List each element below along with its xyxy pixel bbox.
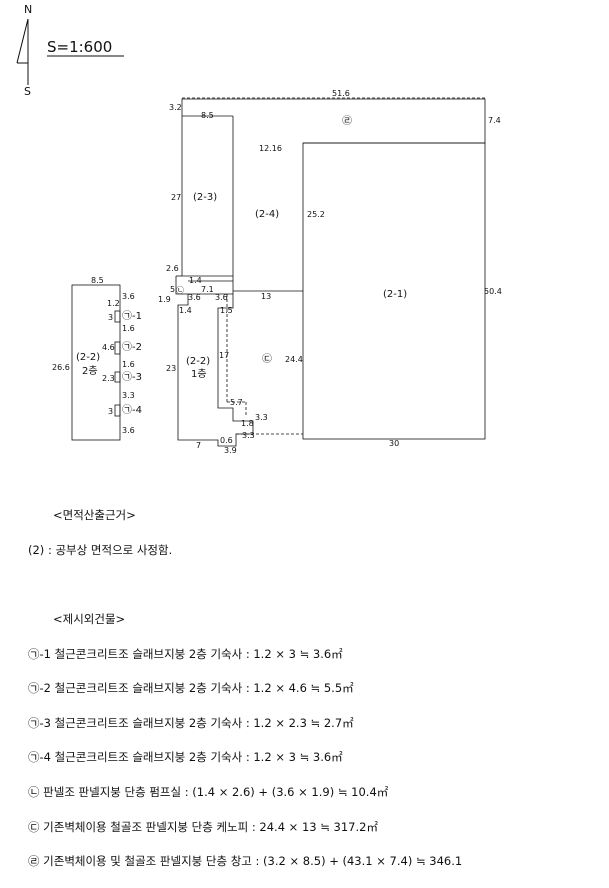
dim-3-6a: 3.6 <box>188 293 201 302</box>
site-plan: N S S=1:600 (2-1) (2-3) (2-4) (2-2 <box>16 3 502 455</box>
dim-left-3-6b: 3.6 <box>122 426 135 435</box>
dim-1-4a: 1.4 <box>189 276 202 285</box>
dim-left-4-6: 4.6 <box>102 343 115 352</box>
dim-1-4b: 1.4 <box>179 306 192 315</box>
dim-1-9: 1.9 <box>158 295 171 304</box>
dim-1-5: 1.5 <box>220 306 233 315</box>
dim-30: 30 <box>389 439 399 448</box>
excluded-item: ㉠-1 철근콘크리트조 슬래브지붕 2층 기숙사 : 1.2 × 3 ≒ 3.6… <box>28 646 343 661</box>
circ-b-marker: ㉡ <box>176 286 184 295</box>
excluded-item: ㉠-3 철근콘크리트조 슬래브지붕 2층 기숙사 : 1.2 × 2.3 ≒ 2… <box>28 715 354 730</box>
area-basis-text: (2) : 공부상 면적으로 사정함. <box>28 542 173 557</box>
dim-51-6: 51.6 <box>332 89 350 98</box>
south-label: S <box>24 85 31 98</box>
dim-left-3b: 3 <box>108 407 113 416</box>
dim-25-2: 25.2 <box>307 210 325 219</box>
dim-3-9: 3.9 <box>224 446 237 455</box>
dim-3-6b: 3.6 <box>215 293 228 302</box>
dim-3-3b: 3.3 <box>242 431 255 440</box>
dim-left-3-6a: 3.6 <box>122 292 135 301</box>
excluded-item: ㉠-2 철근콘크리트조 슬래브지붕 2층 기숙사 : 1.2 × 4.6 ≒ 5… <box>28 681 354 696</box>
dim-17: 17 <box>219 351 229 360</box>
dim-2-6: 2.6 <box>166 264 179 273</box>
dim-left-8-5: 8.5 <box>91 276 104 285</box>
dim-7: 7 <box>196 441 201 450</box>
circ-d-marker: ㉣ <box>342 115 352 127</box>
area-2-2-label: (2-2) <box>186 356 210 367</box>
north-label: N <box>24 3 32 16</box>
dim-left-1-6b: 1.6 <box>122 360 135 369</box>
dim-27: 27 <box>171 193 181 202</box>
excluded-item: ㉣ 기존벽체이용 및 철골조 판넬지붕 단층 창고 : (3.2 × 8.5) … <box>28 854 463 869</box>
notes-section: <면적산출근거> (2) : 공부상 면적으로 사정함. <제시외건물> ㉠-1… <box>28 490 609 888</box>
north-arrow-icon <box>16 18 29 85</box>
dim-left-1-2: 1.2 <box>107 299 120 308</box>
excluded-item: ㉠-4 철근콘크리트조 슬래브지붕 2층 기숙사 : 1.2 × 3 ≒ 3.6… <box>28 750 343 765</box>
excluded-item: ㉢ 기존벽체이용 철골조 판넬지붕 단층 케노피 : 24.4 × 13 ≒ 3… <box>28 819 378 834</box>
building-circ-d-outline <box>181 98 486 144</box>
area-2-1-label: (2-1) <box>383 289 407 300</box>
dim-left-3-3: 3.3 <box>122 391 135 400</box>
excluded-buildings-title: <제시외건물> <box>53 612 126 627</box>
scale-label: S=1:600 <box>47 38 112 56</box>
building-2-2-floor2-outline <box>71 284 121 441</box>
building-circ-c-outline <box>226 294 303 435</box>
dim-8-5: 8.5 <box>201 111 214 120</box>
dim-left-26-6: 26.6 <box>52 363 70 372</box>
area-2-2-floor2-label: (2-2) <box>76 352 100 363</box>
dim-left-1-6a: 1.6 <box>122 324 135 333</box>
dim-left-3a: 3 <box>108 313 113 322</box>
g1-marker: ㉠-1 <box>122 310 142 322</box>
dim-7-4: 7.4 <box>488 116 501 125</box>
dim-50-4: 50.4 <box>484 287 502 296</box>
dim-0-6: 0.6 <box>220 436 233 445</box>
dim-7-1: 7.1 <box>201 285 214 294</box>
g4-marker: ㉠-4 <box>122 404 142 416</box>
area-2-3-label: (2-3) <box>193 192 217 203</box>
g2-marker: ㉠-2 <box>122 341 142 353</box>
dim-left-2-3: 2.3 <box>102 374 115 383</box>
circ-c-marker: ㉢ <box>262 353 272 365</box>
area-2-4-label: (2-4) <box>255 209 279 220</box>
dim-12-16: 12.16 <box>259 144 282 153</box>
g3-marker: ㉠-3 <box>122 371 142 383</box>
dim-3-3a: 3.3 <box>255 413 268 422</box>
area-2-2-floor-label: 1층 <box>191 368 207 380</box>
area-2-2-floor2-level: 2층 <box>82 365 98 377</box>
dim-5-7: 5.7 <box>230 398 243 407</box>
excluded-item: ㉡ 판넬조 판넬지붕 단층 펌프실 : (1.4 × 2.6) + (3.6 ×… <box>28 785 389 800</box>
dim-1-8: 1.8 <box>241 419 254 428</box>
building-main-outline <box>175 116 486 447</box>
dim-13: 13 <box>261 292 271 301</box>
dim-24-4: 24.4 <box>285 355 303 364</box>
dim-3-2: 3.2 <box>169 103 182 112</box>
dim-23: 23 <box>166 364 176 373</box>
dim-5: 5 <box>170 285 175 294</box>
area-basis-title: <면적산출근거> <box>53 508 136 523</box>
